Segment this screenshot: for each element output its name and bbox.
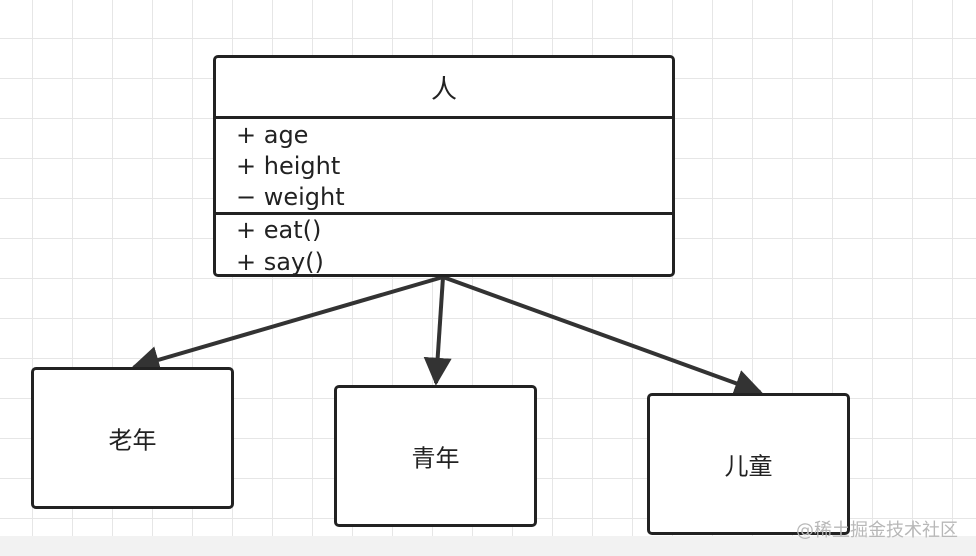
attribute-weight: − weight xyxy=(236,183,345,211)
attribute-age: + age xyxy=(236,121,309,149)
attributes-section: + age + height − weight xyxy=(216,119,672,215)
class-youth-label: 青年 xyxy=(411,444,460,473)
bottom-strip xyxy=(0,536,976,556)
method-eat: + eat() xyxy=(236,216,322,244)
class-child[interactable]: 儿童 xyxy=(647,393,850,535)
method-say: + say() xyxy=(236,248,324,276)
edge-to-old xyxy=(131,275,444,374)
class-old[interactable]: 老年 xyxy=(31,367,234,509)
class-title: 人 xyxy=(216,58,672,119)
watermark: @稀土掘金技术社区 xyxy=(796,520,958,541)
attribute-height: + height xyxy=(236,152,341,180)
methods-section: + eat() + say() xyxy=(216,215,672,277)
class-child-label: 儿童 xyxy=(724,452,773,481)
class-person[interactable]: 人 + age + height − weight + eat() + say(… xyxy=(213,55,675,277)
edge-to-child xyxy=(442,275,763,397)
edge-to-youth xyxy=(423,276,452,386)
class-youth[interactable]: 青年 xyxy=(334,385,537,527)
class-old-label: 老年 xyxy=(108,426,157,455)
